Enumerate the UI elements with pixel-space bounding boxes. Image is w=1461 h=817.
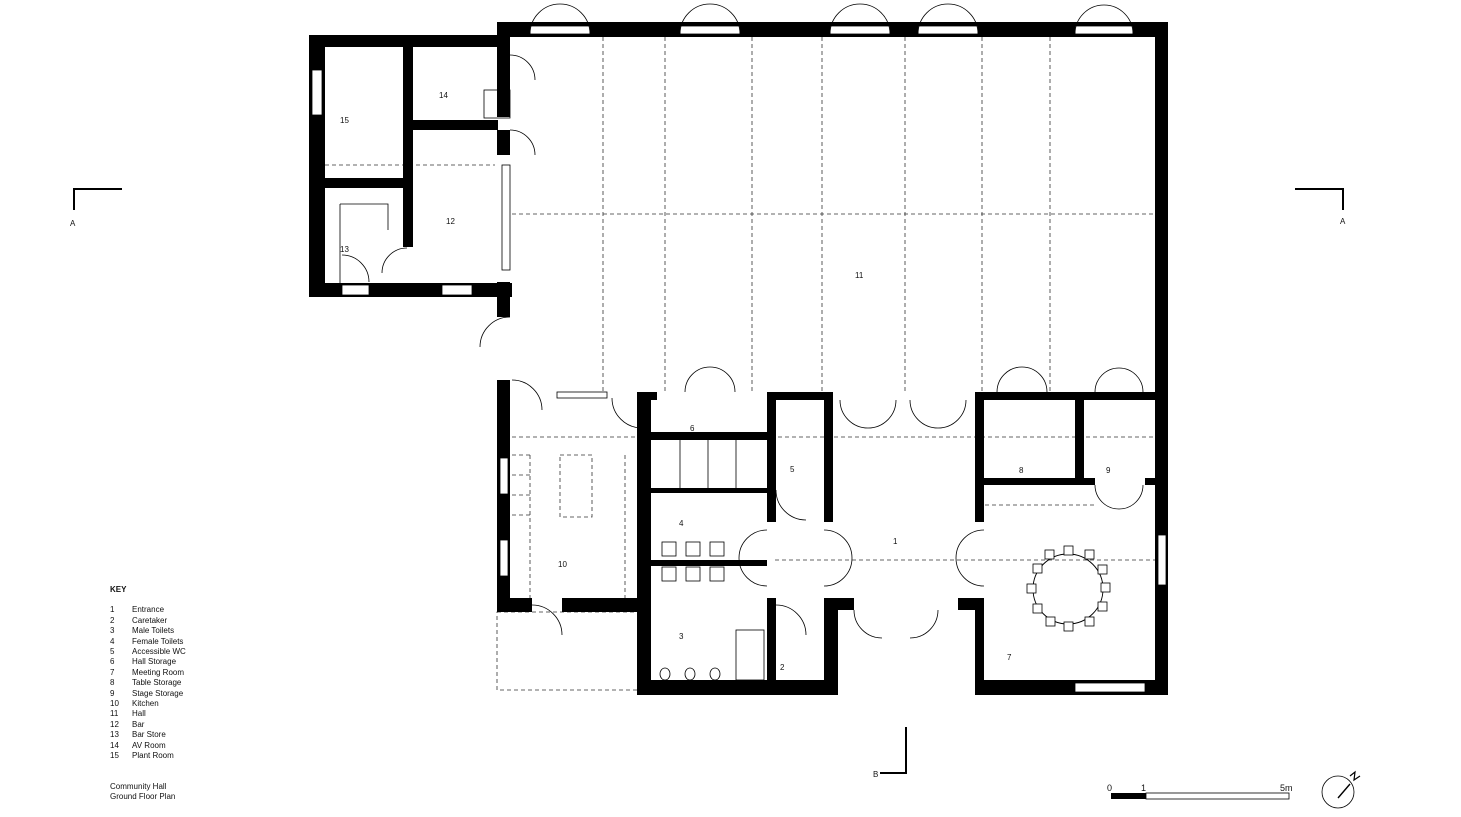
key-item-number: 5 (110, 647, 115, 657)
room-label-8: 8 (1019, 466, 1024, 475)
room-label-1: 1 (893, 537, 898, 546)
caption-line-2: Ground Floor Plan (110, 792, 176, 801)
key-item: 8 Table Storage (110, 678, 186, 688)
meeting-table (1026, 545, 1111, 632)
door-swings (339, 3, 1144, 681)
key-item: 5 Accessible WC (110, 647, 186, 657)
key-item-number: 8 (110, 678, 115, 688)
scale-bar: 0 1 5m (1107, 783, 1293, 800)
key-item-label: Male Toilets (132, 626, 175, 636)
key-item-label: Kitchen (132, 699, 159, 709)
key-item: 4 Female Toilets (110, 637, 186, 647)
section-a-right-label: A (1340, 217, 1346, 226)
key-item: 15 Plant Room (110, 751, 186, 761)
key-item-number: 4 (110, 636, 115, 646)
key-item: 6 Hall Storage (110, 657, 186, 667)
scale-5m: 5m (1280, 783, 1293, 793)
key-item-label: Table Storage (132, 678, 182, 688)
key-item: 3 Male Toilets (110, 626, 186, 636)
key-item-number: 15 (110, 751, 119, 761)
key-item: 7 Meeting Room (110, 668, 186, 678)
room-label-4: 4 (679, 519, 684, 528)
section-a-left-label: A (70, 219, 76, 228)
key-item: 2 Caretaker (110, 616, 186, 626)
walls (309, 22, 1168, 695)
key-item: 14 AV Room (110, 741, 186, 751)
key-item-label: Stage Storage (132, 688, 184, 698)
key-item-number: 13 (110, 730, 119, 740)
legend-key: KEY 1 Entrance 2 Caretaker 3 Male Toilets 4 Fem… (110, 585, 186, 762)
north-arrow-icon (1321, 770, 1361, 809)
room-label-3: 3 (679, 632, 684, 641)
scale-1: 1 (1141, 783, 1146, 793)
room-label-11: 11 (855, 271, 864, 280)
key-item-label: Hall (132, 709, 146, 719)
key-item-number: 10 (110, 699, 119, 709)
key-item: 13 Bar Store (110, 730, 186, 740)
room-label-15: 15 (340, 116, 349, 125)
drawing-caption: Community Hall Ground Floor Plan (110, 782, 175, 802)
room-label-14: 14 (439, 91, 448, 100)
key-item: 12 Bar (110, 720, 186, 730)
key-item-number: 9 (110, 688, 115, 698)
key-item: 1 Entrance (110, 605, 186, 615)
room-label-12: 12 (446, 217, 455, 226)
key-item-label: Bar (132, 719, 145, 729)
key-item-number: 3 (110, 626, 115, 636)
room-labels: 1 2 3 4 5 6 7 8 9 10 11 12 13 14 15 (340, 91, 1111, 672)
key-title: KEY (110, 585, 127, 594)
room-label-13: 13 (340, 245, 349, 254)
key-item-number: 11 (110, 709, 119, 719)
room-label-9: 9 (1106, 466, 1111, 475)
key-item: 9 Stage Storage (110, 689, 186, 699)
room-label-2: 2 (780, 663, 785, 672)
caption-line-1: Community Hall (110, 782, 167, 791)
key-item-label: Entrance (132, 605, 165, 615)
key-item-number: 12 (110, 719, 119, 729)
key-item: 10 Kitchen (110, 699, 186, 709)
room-label-10: 10 (558, 560, 567, 569)
section-marks (73, 188, 1344, 774)
key-item-number: 1 (110, 605, 115, 615)
key-item-label: Female Toilets (132, 636, 184, 646)
room-label-5: 5 (790, 465, 795, 474)
openings (311, 25, 1167, 693)
key-item-label: AV Room (132, 740, 166, 750)
key-item-label: Caretaker (132, 615, 168, 625)
key-item-label: Hall Storage (132, 657, 177, 667)
key-item-number: 6 (110, 657, 115, 667)
key-item-number: 14 (110, 740, 119, 750)
key-item-label: Plant Room (132, 751, 174, 761)
key-item-number: 7 (110, 667, 115, 677)
section-b-label: B (873, 770, 878, 779)
key-item-label: Accessible WC (132, 647, 186, 657)
key-item-label: Meeting Room (132, 667, 185, 677)
room-label-7: 7 (1007, 653, 1012, 662)
room-label-6: 6 (690, 424, 695, 433)
dashed-grid (325, 37, 1155, 691)
scale-0: 0 (1107, 783, 1112, 793)
key-item: 11 Hall (110, 709, 186, 719)
key-item-label: Bar Store (132, 730, 166, 740)
key-item-number: 2 (110, 615, 115, 625)
fixtures (659, 541, 725, 681)
